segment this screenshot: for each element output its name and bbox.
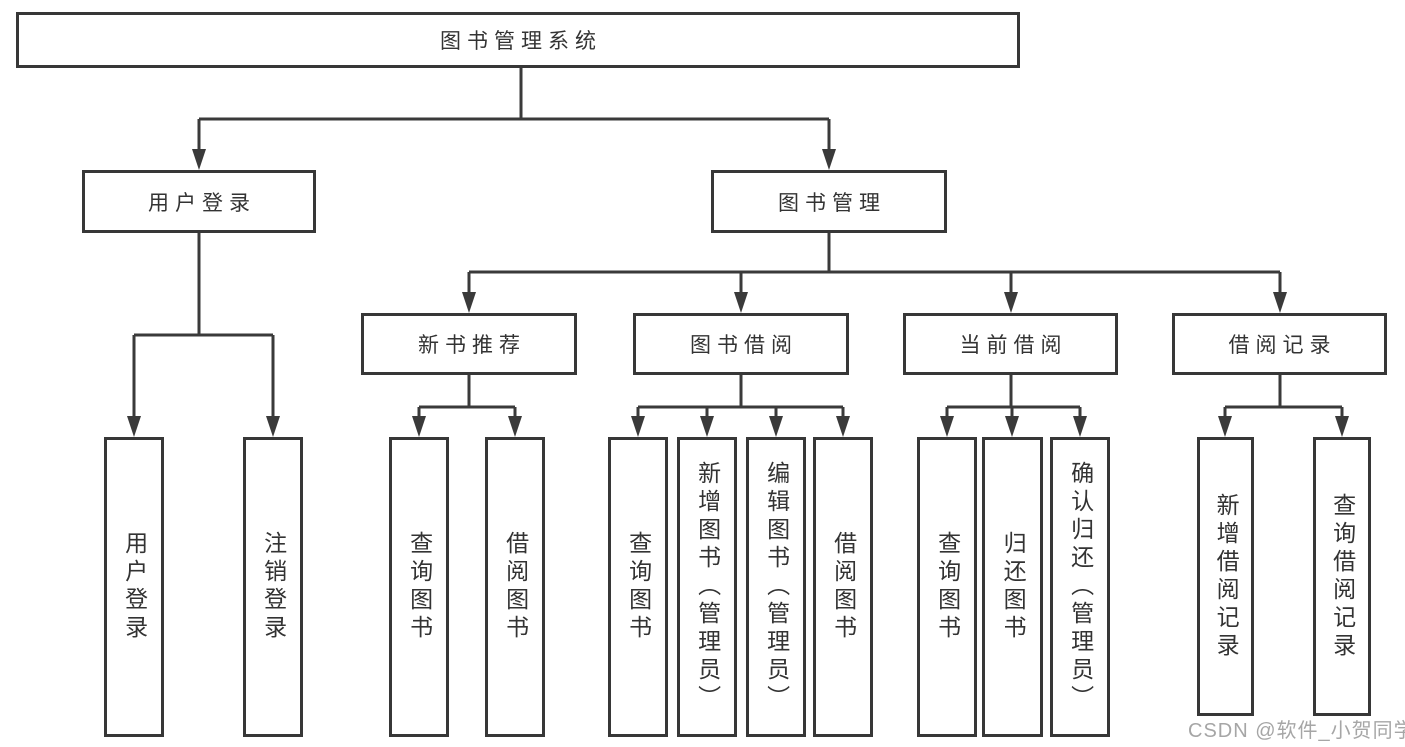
arrow-down-icon [769, 416, 783, 437]
node-label: 借阅图书 [502, 531, 529, 643]
arrow-down-icon [822, 149, 836, 170]
arrow-down-icon [734, 292, 748, 313]
node-label: 借阅图书 [830, 531, 857, 643]
arrow-down-icon [192, 149, 206, 170]
node-label: 查询图书 [406, 531, 433, 643]
node-label: 归还图书 [1000, 531, 1027, 643]
node-new-book-recommend: 新书推荐 [361, 313, 577, 375]
node-leaf-query-books-current: 查询图书 [917, 437, 977, 737]
connector-book-borrow-to-leaves [636, 375, 845, 419]
arrow-down-icon [1073, 416, 1087, 437]
node-leaf-edit-books-admin: 编辑图书（管理员） [746, 437, 806, 737]
node-label: 图书借阅 [690, 334, 798, 357]
connector-current-borrow-to-leaves [945, 375, 1082, 419]
connector-borrow-records-to-leaves [1223, 375, 1344, 419]
arrowhead-icons [127, 149, 1349, 437]
node-label: 用户登录 [121, 531, 148, 643]
node-label: 新增图书（管理员） [694, 461, 721, 713]
node-leaf-query-books-recommend: 查询图书 [389, 437, 449, 737]
csdn-watermark: CSDN @软件_小贺同学 [1188, 720, 1405, 742]
arrow-down-icon [940, 416, 954, 437]
node-label: 注销登录 [260, 531, 287, 643]
connector-user-login-to-leaves [132, 233, 275, 419]
node-leaf-return-books: 归还图书 [982, 437, 1043, 737]
node-leaf-query-borrow-record: 查询借阅记录 [1313, 437, 1371, 716]
node-leaf-add-borrow-record: 新增借阅记录 [1197, 437, 1254, 716]
arrow-down-icon [127, 416, 141, 437]
node-leaf-logout: 注销登录 [243, 437, 303, 737]
arrow-down-icon [1273, 292, 1287, 313]
arrow-down-icon [1218, 416, 1232, 437]
connector-new-book-to-leaves [417, 375, 517, 419]
node-book-borrowing: 图书借阅 [633, 313, 849, 375]
arrow-down-icon [1335, 416, 1349, 437]
arrow-down-icon [508, 416, 522, 437]
node-user-login-module: 用户登录 [82, 170, 316, 233]
arrow-down-icon [631, 416, 645, 437]
node-label: 用户登录 [148, 191, 256, 215]
node-label: 图书管理系统 [440, 30, 602, 53]
node-label: 查询借阅记录 [1329, 492, 1356, 661]
node-borrowing-records: 借阅记录 [1172, 313, 1387, 375]
node-leaf-user-login: 用户登录 [104, 437, 164, 737]
arrow-down-icon [412, 416, 426, 437]
arrow-down-icon [266, 416, 280, 437]
arrow-down-icon [1004, 292, 1018, 313]
connector-book-mgmt-to-level3 [467, 233, 1282, 295]
node-label: 新书推荐 [418, 334, 526, 357]
node-leaf-add-books-admin: 新增图书（管理员） [677, 437, 737, 737]
arrow-down-icon [1005, 416, 1019, 437]
node-current-borrowing: 当前借阅 [903, 313, 1118, 375]
node-root-system: 图书管理系统 [16, 12, 1020, 68]
node-label: 图书管理 [778, 191, 886, 215]
node-leaf-query-books-borrow: 查询图书 [608, 437, 668, 737]
node-label: 查询图书 [625, 531, 652, 643]
connector-root-to-level2 [197, 68, 831, 152]
node-label: 确认归还（管理员） [1067, 461, 1094, 713]
node-leaf-borrow-books: 借阅图书 [813, 437, 873, 737]
node-leaf-confirm-return-admin: 确认归还（管理员） [1050, 437, 1110, 737]
node-label: 借阅记录 [1228, 334, 1337, 357]
arrow-down-icon [836, 416, 850, 437]
node-label: 新增借阅记录 [1213, 492, 1240, 661]
arrow-down-icon [700, 416, 714, 437]
node-book-management-module: 图书管理 [711, 170, 947, 233]
arrow-down-icon [462, 292, 476, 313]
node-label: 编辑图书（管理员） [763, 461, 790, 713]
node-leaf-borrow-books-recommend: 借阅图书 [485, 437, 545, 737]
node-label: 当前借阅 [959, 334, 1068, 357]
node-label: 查询图书 [934, 531, 961, 643]
